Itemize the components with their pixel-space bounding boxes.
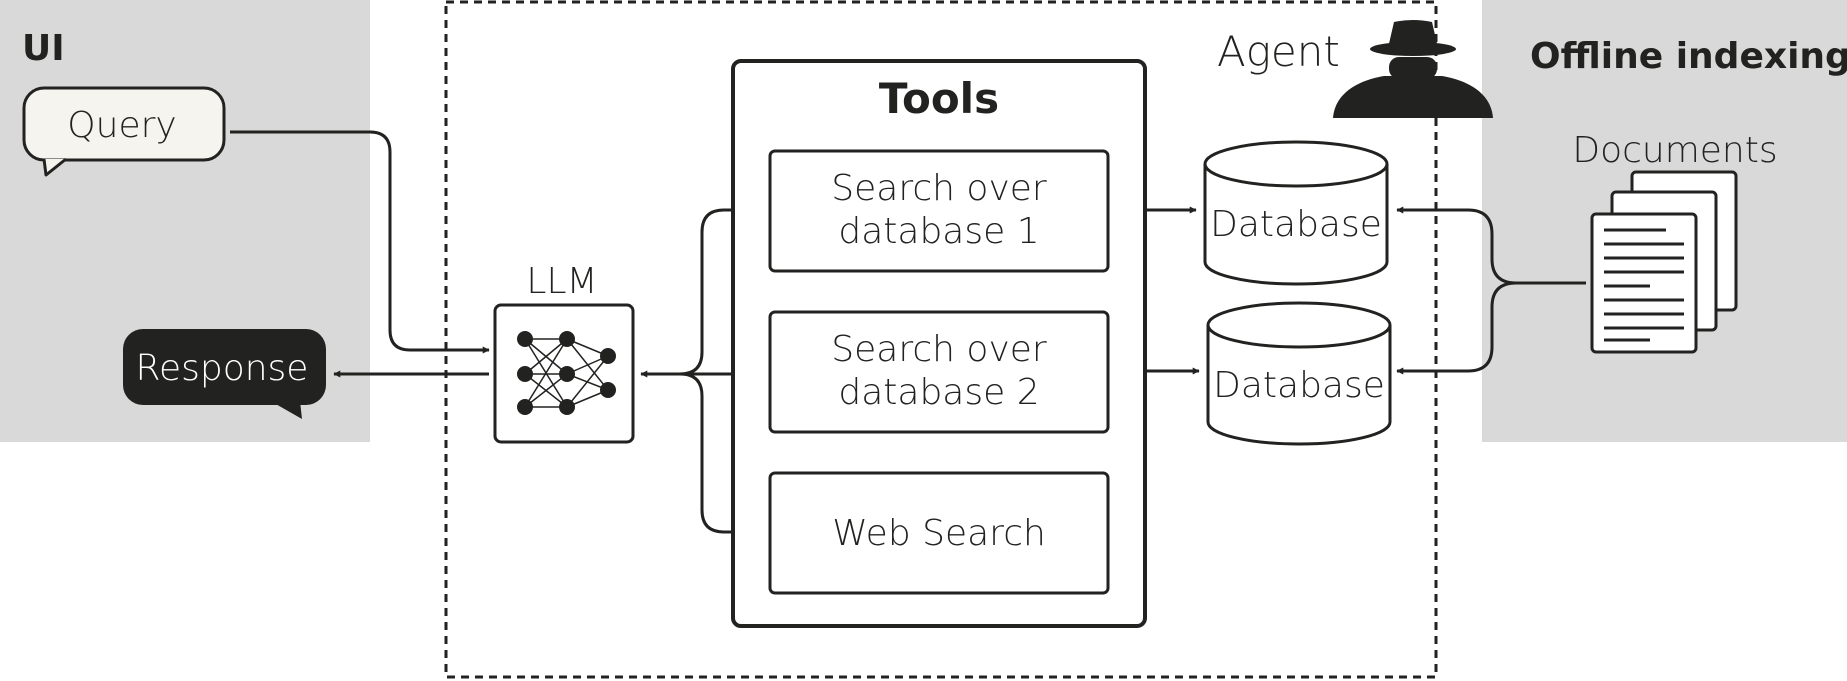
ui-title: UI — [22, 28, 65, 69]
database-1: Database — [1203, 140, 1389, 286]
offline-panel: Offline indexing Documents — [1482, 0, 1847, 442]
agent-boundary — [444, 0, 1438, 679]
documents-to-database2-arrow — [1396, 281, 1586, 375]
llm-to-web-search-arrow — [679, 372, 764, 536]
tool-label-line1: Search over — [831, 329, 1047, 370]
documents-label: Documents — [1572, 130, 1777, 171]
documents-icon — [1590, 170, 1738, 354]
tool-label-line1: Search over — [831, 168, 1047, 209]
response-label: Response — [136, 348, 309, 389]
database-2: Database — [1206, 301, 1392, 446]
response-bubble: Response — [123, 329, 326, 419]
query-to-llm-arrow — [230, 130, 490, 354]
tool-label: Web Search — [832, 513, 1046, 554]
llm-label: LLM — [526, 261, 597, 302]
tool-search-database-2: Search over database 2 — [768, 310, 1110, 434]
tool-label-line2: database 1 — [838, 211, 1039, 252]
tool-search-database-1: Search over database 1 — [768, 149, 1110, 273]
tools-title: Tools — [879, 74, 999, 123]
documents-to-database1-arrow — [1396, 206, 1586, 285]
query-label: Query — [67, 105, 176, 146]
offline-title: Offline indexing — [1530, 36, 1847, 77]
query-bubble: Query — [22, 86, 226, 177]
tool-web-search: Web Search — [768, 471, 1110, 595]
neural-network-icon — [517, 331, 616, 415]
llm-to-tool1-arrow — [679, 206, 764, 376]
agent-spy-icon — [1333, 20, 1493, 118]
agent-label: Agent — [1217, 27, 1340, 76]
ui-panel: UI Query Response — [0, 0, 370, 442]
database-label: Database — [1213, 365, 1385, 406]
tool-label-line2: database 2 — [838, 372, 1039, 413]
database-label: Database — [1210, 204, 1382, 245]
